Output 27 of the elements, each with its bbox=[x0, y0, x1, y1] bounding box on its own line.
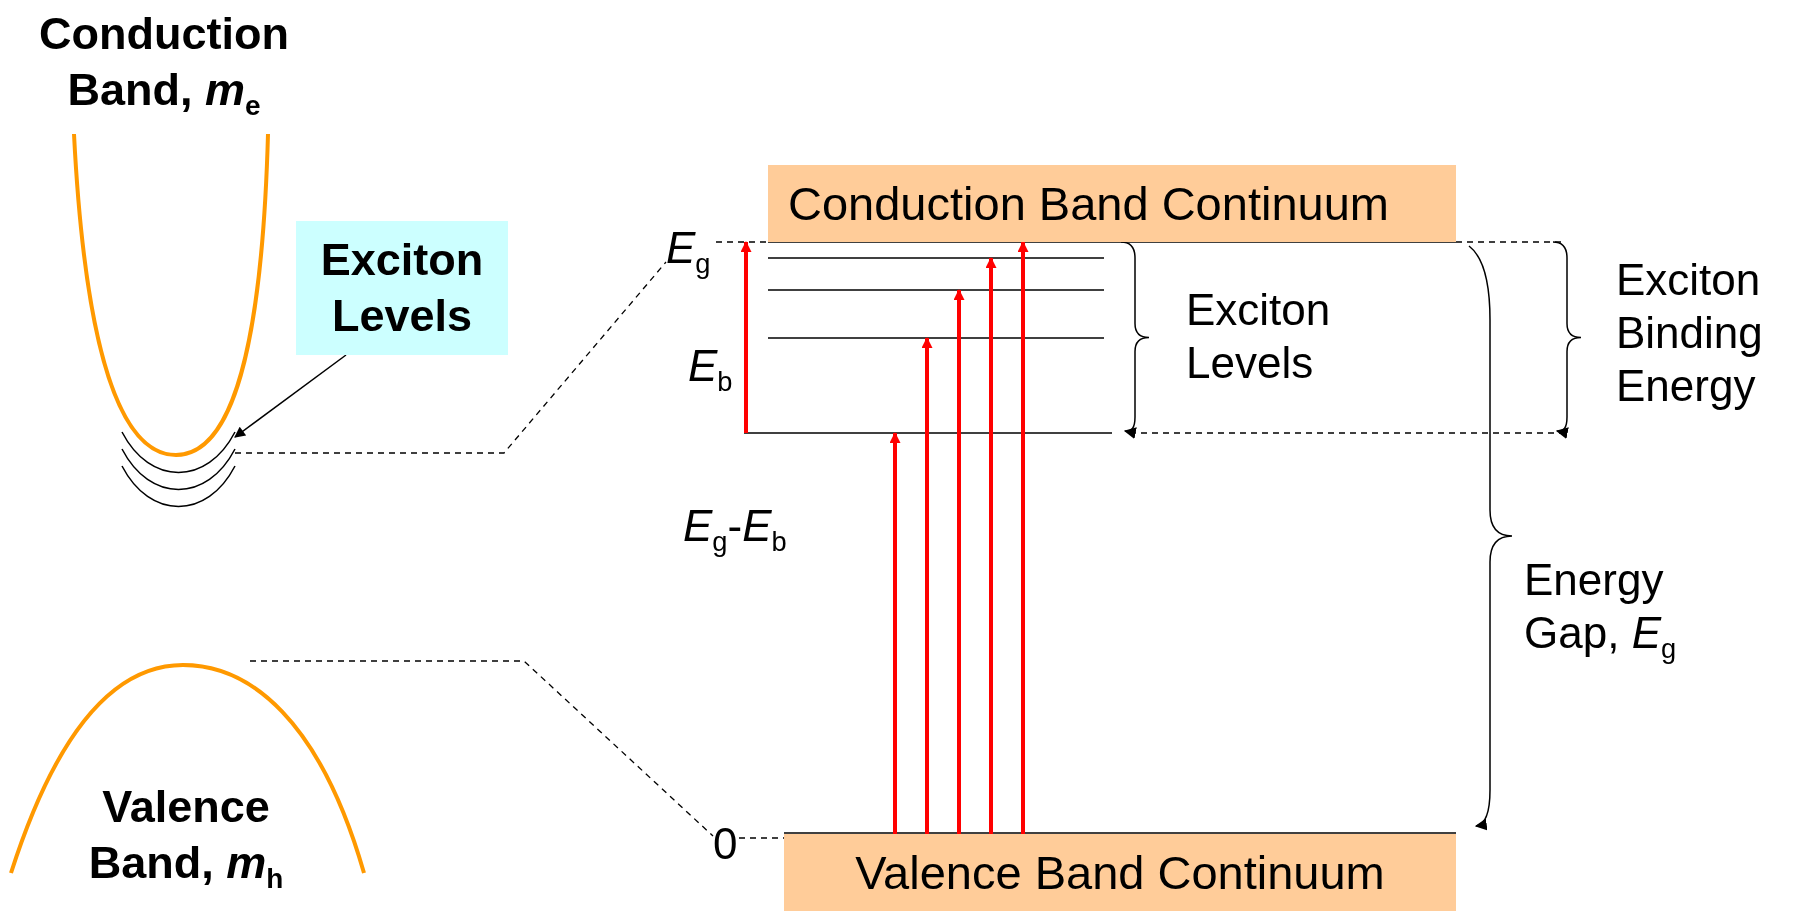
arrow bbox=[985, 256, 997, 834]
arrow bbox=[234, 354, 347, 438]
energy-level-line bbox=[767, 289, 1105, 291]
label-text: Valence Band Continuum bbox=[855, 845, 1385, 900]
band-box bbox=[768, 165, 1456, 242]
exciton-levels-drawing bbox=[121, 431, 236, 508]
arrow bbox=[921, 336, 933, 834]
arrow bbox=[953, 288, 965, 834]
bracket-label: Exciton Levels bbox=[1186, 284, 1332, 389]
arrow bbox=[740, 240, 752, 433]
label-text: Exciton Levels bbox=[319, 232, 485, 343]
energy-level-line bbox=[767, 257, 1105, 259]
label-text: Conduction Band Continuum bbox=[788, 176, 1389, 231]
energy-level-line bbox=[743, 432, 1113, 434]
energy-level-line bbox=[767, 337, 1105, 339]
energy-symbol: E$_{b}$ bbox=[688, 340, 734, 393]
arrow bbox=[889, 431, 901, 834]
band-title: Valence Band, m$_{h}$ bbox=[87, 780, 285, 892]
band-box bbox=[784, 834, 1456, 911]
arrow bbox=[1017, 240, 1029, 834]
dashed-line bbox=[234, 261, 667, 454]
zero-label: 0 bbox=[713, 818, 738, 871]
dashed-line bbox=[249, 660, 714, 837]
dashed-line bbox=[715, 241, 769, 243]
band-title: Conduction Band, m$_{e}$ bbox=[14, 6, 314, 119]
callout-box bbox=[296, 221, 508, 355]
bracket-label: Exciton Binding Energy bbox=[1616, 254, 1764, 412]
